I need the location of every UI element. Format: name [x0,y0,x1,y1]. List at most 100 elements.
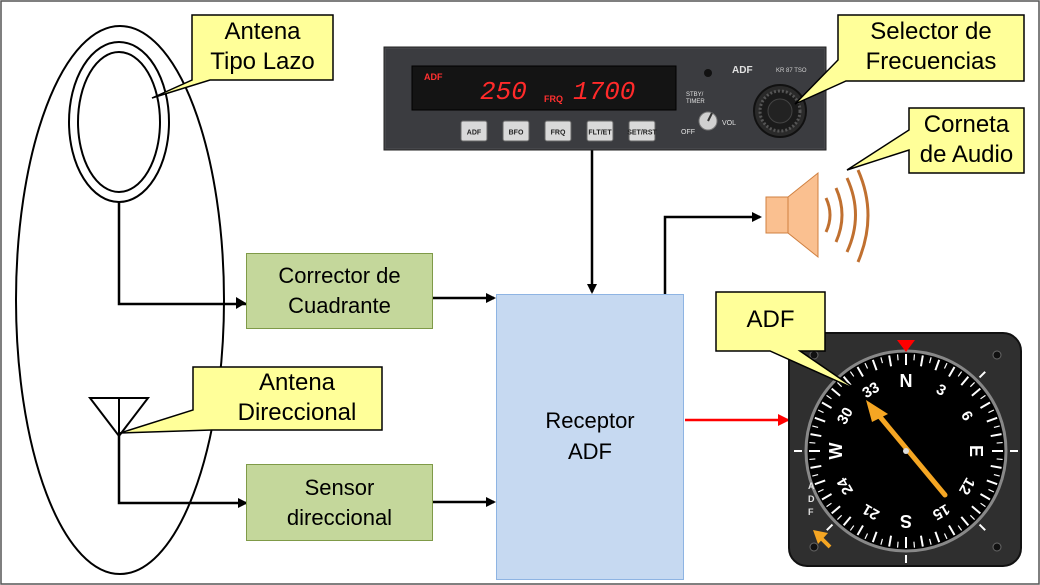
dial-tick [971,505,981,515]
dial-tick [809,458,816,461]
radio-button-frq[interactable]: FRQ [544,120,572,142]
dial-label-33: 33 [860,379,883,402]
dial-label-15: 15 [930,500,953,523]
sensor-direccional-block: Sensor direccional [246,464,433,541]
radio-button-adf[interactable]: ADF [460,120,488,142]
dial-label-30: 30 [834,405,857,428]
radio-stby-timer-label: STBY/TIMER [686,92,705,105]
callout-selector [794,14,1025,105]
callout-corneta-text: Corneta de Audio [919,111,1014,168]
radio-active-freq: 250 [480,77,527,107]
callout-adf-text: ADF [746,306,795,333]
dial-tick [988,488,995,493]
radio-button-label: FLT/ET [588,130,612,137]
directional-antenna-icon [87,397,151,438]
dial-label-24: 24 [834,474,857,498]
dial-tick [842,516,852,526]
dial-tick [969,514,976,521]
dial-tick [996,458,1003,461]
heading-knob-arrow[interactable] [813,530,832,549]
radio-vol-label: VOL [722,120,736,127]
dial-tick [986,479,998,486]
dial-tick [888,535,893,547]
dial-tick [957,525,963,531]
dial-tick [812,473,819,477]
dial-tick [913,541,916,548]
dial-tick [928,357,932,364]
dial-tick [948,366,956,378]
radio-mode-label: ADF [424,72,443,82]
radio-frq-label: FRQ [544,94,563,104]
dial-tick [810,464,822,469]
radio-title-label: ADF [732,65,753,76]
dial-tick [971,387,981,397]
radio-button-label: BFO [509,130,524,137]
dial-tick [836,514,843,521]
lubber-line-triangle [897,340,915,352]
dial-tick [969,381,976,388]
radio-button-label: SET/RST [627,130,657,137]
bezel-mark [978,523,986,531]
dial-tick [856,366,864,378]
callout-antena-lazo-text: Antena Tipo Lazo [210,18,315,75]
adf-needle [866,400,948,498]
dial-tick [864,533,869,540]
callout-antena-direccional [119,366,383,434]
dial-tick [943,533,948,540]
corrector-de-cuadrante-block: Corrector de Cuadrante [246,253,433,329]
dial-tick [871,531,878,543]
radio-model-label: KR 87 TSO [776,68,807,74]
dial-tick [896,354,899,361]
callout-corneta [846,107,1025,174]
radio-photocell [704,69,712,77]
dial-tick [871,359,878,371]
callout-antena-lazo [151,14,334,99]
adf-side-letter: D [808,494,815,504]
dial-tick [809,441,816,444]
dial-tick [856,524,864,536]
dial-tick [993,425,1000,429]
dial-tick [817,409,824,414]
speaker-icon [765,169,870,263]
dial-tick [980,394,986,400]
dial-tick [821,493,833,501]
dial-tick [980,502,986,508]
dial-tick [864,362,869,369]
dial-tick [814,479,826,486]
arrow-head [236,297,246,309]
dial-label-e: E [966,445,986,457]
dial-label-n: N [900,371,913,391]
dial-label-12: 12 [955,475,978,498]
dial-tick [888,355,893,367]
radio-button-fltet[interactable]: FLT/ET [586,120,614,142]
radio-button-bfo[interactable]: BFO [502,120,530,142]
dial-tick [814,416,826,423]
dial-tick [836,381,843,388]
dial-label-s: S [900,511,912,531]
dial-tick [842,376,852,386]
radio-display [411,65,677,111]
dial-tick [826,394,832,400]
radio-buttons: ADF BFO FRQ FLT/ET SET/RST [460,120,658,142]
dial-tick [880,538,884,545]
receptor-adf-block: Receptor ADF [496,294,684,580]
dial-tick [812,425,819,429]
radio-standby-freq: 1700 [573,77,635,107]
radio-button-setrst[interactable]: SET/RST [627,120,658,142]
dial-tick [986,416,998,423]
dial-tick [831,505,841,515]
dial-tick [990,433,1002,438]
bezel-mark [826,523,834,531]
dial-label-21: 21 [860,500,883,523]
dial-tick [831,387,841,397]
radio-button-label: ADF [467,130,482,137]
dial-tick [919,355,924,367]
dial-tick [826,502,832,508]
dial-tick [817,488,824,493]
callout-selector-text: Selector de Frecuencias [865,18,997,75]
dial-tick [990,464,1002,469]
dial-tick [896,541,899,548]
